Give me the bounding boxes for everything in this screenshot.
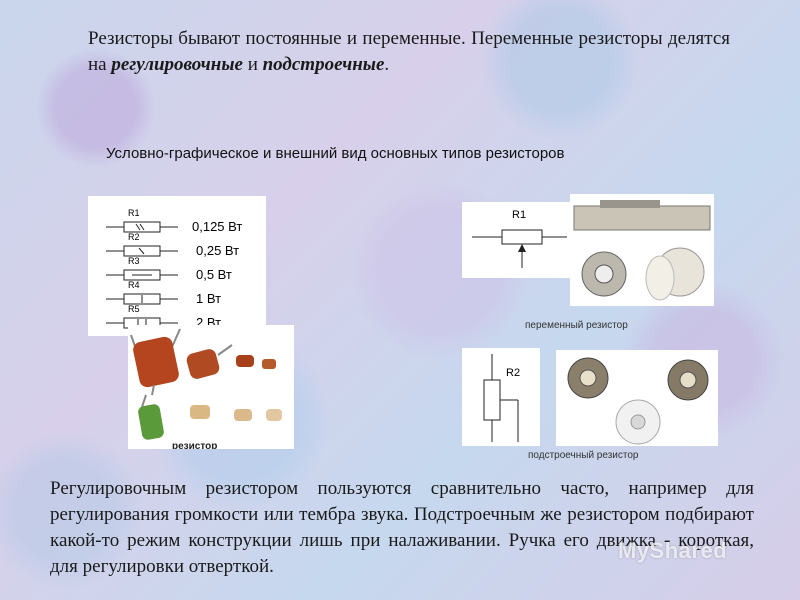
variable-resistor-photo-image xyxy=(573,200,711,301)
myshared-watermark-logo: MyShared xyxy=(618,538,728,563)
symbol-r1-ref: R1 xyxy=(128,208,140,218)
trimmer-resistor-symbol: R2 xyxy=(483,354,520,442)
trimmer-resistor-photo xyxy=(556,350,718,446)
symbol-r2-ref: R2 xyxy=(128,232,140,242)
symbol-row-r3: R3 0,5 Вт xyxy=(106,256,232,282)
symbol-row-r1: R1 0,125 Вт xyxy=(106,208,242,234)
trimmer-resistor-ref: R2 xyxy=(506,367,520,379)
symbol-r3-power: 0,5 Вт xyxy=(196,267,232,282)
bottom-paragraph: Регулировочным резистором пользуются сра… xyxy=(50,478,754,577)
fixed-resistor-symbols-panel: R1 0,125 Вт R2 0,25 Вт R3 0,5 Вт R4 xyxy=(88,196,266,336)
symbol-r4-power: 1 Вт xyxy=(196,291,221,306)
symbol-r2-power: 0,25 Вт xyxy=(196,243,239,258)
variable-resistor-photo xyxy=(570,194,714,306)
trimmer-resistor-photo-image xyxy=(562,356,709,445)
intro-text-1: Резисторы бывают постоянные и переменные… xyxy=(88,28,730,75)
intro-emphasis-trimmer: подстроечные xyxy=(262,54,385,75)
trimmer-resistor-caption: подстроечный резистор xyxy=(528,450,639,461)
fixed-resistor-photo-image: резистор xyxy=(130,328,282,452)
trimmer-resistor-symbol-panel: R2 xyxy=(462,348,540,446)
intro-emphasis-adjusting: регулировочные xyxy=(111,54,243,75)
intro-text-3: . xyxy=(384,54,390,75)
fixed-resistor-caption: резистор xyxy=(172,441,217,449)
intro-text-2: и xyxy=(242,54,263,75)
variable-resistor-caption: переменный резистор xyxy=(525,320,628,331)
symbol-r4-ref: R4 xyxy=(128,280,140,290)
symbol-row-r2: R2 0,25 Вт xyxy=(106,232,239,258)
variable-resistor-symbol-panel: R1 xyxy=(462,202,574,278)
fixed-resistor-symbols-diagram: R1 0,125 Вт R2 0,25 Вт R3 0,5 Вт R4 xyxy=(106,208,242,330)
symbol-row-r4: R4 1 Вт xyxy=(106,280,221,306)
fixed-resistor-photo: резистор xyxy=(128,325,294,452)
intro-paragraph: Резисторы бывают постоянные и переменные… xyxy=(88,26,730,78)
symbol-r1-power: 0,125 Вт xyxy=(192,219,242,234)
symbol-r3-ref: R3 xyxy=(128,256,140,266)
section-heading: Условно-графическое и внешний вид основн… xyxy=(106,145,565,162)
variable-resistor-ref: R1 xyxy=(512,209,526,221)
symbol-r5-ref: R5 xyxy=(128,304,140,314)
variable-resistor-symbol: R1 xyxy=(472,209,567,268)
